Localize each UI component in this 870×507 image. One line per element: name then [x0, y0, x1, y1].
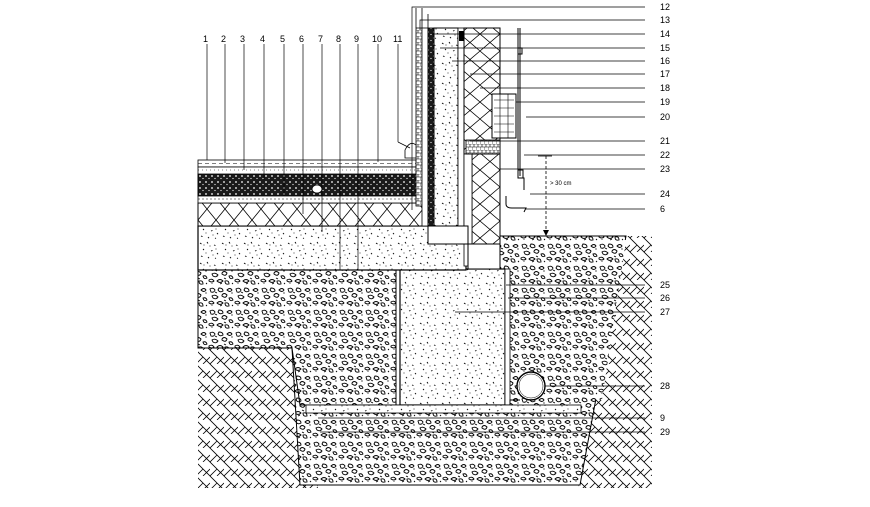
foundation-membrane [504, 268, 511, 406]
wall-membrane [457, 27, 465, 229]
top-callout-labels: 1 2 3 4 5 6 7 8 9 10 11 [203, 34, 402, 44]
wall-insulation-inner [427, 27, 435, 227]
callout-2: 2 [221, 34, 226, 44]
wall-cap [459, 31, 464, 41]
floor-slab [197, 225, 467, 271]
dimension-label: > 30 cm [550, 181, 572, 187]
floor-sub-layer [197, 166, 417, 175]
callout-22: 22 [660, 150, 670, 160]
callout-3: 3 [240, 34, 245, 44]
callout-16: 16 [660, 56, 670, 66]
skirting [404, 142, 417, 159]
wall-sill [465, 139, 501, 155]
callout-18: 18 [660, 83, 670, 93]
blinding-layer [305, 404, 582, 414]
wall-top-border [415, 8, 501, 30]
callout-12: 12 [660, 2, 670, 12]
callout-14: 14 [660, 29, 670, 39]
drainage-pipe [516, 371, 546, 401]
wall-base [427, 225, 469, 245]
callout-1: 1 [203, 34, 208, 44]
callout-19: 19 [660, 97, 670, 107]
wall-plaster [415, 27, 423, 207]
soil-left-hatch [198, 348, 318, 488]
callout-21: 21 [660, 136, 670, 146]
callout-13: 13 [660, 15, 670, 25]
callout-20: 20 [660, 112, 670, 122]
callout-28: 28 [660, 381, 670, 391]
floor-finish-1 [197, 195, 417, 204]
callout-6: 6 [299, 34, 304, 44]
right-callout-labels-lower: 25 26 27 28 9 29 [660, 280, 670, 437]
gravel-backfill-right [500, 240, 626, 400]
wall-core [433, 27, 459, 229]
plinth-flashing [505, 196, 527, 213]
floor-screed [197, 173, 417, 197]
callout-26: 26 [660, 293, 670, 303]
callout-15: 15 [660, 43, 670, 53]
wall-base-detail [467, 243, 501, 270]
callout-5: 5 [280, 34, 285, 44]
floor-insulation [197, 202, 435, 227]
right-callout-labels-upper: 12 13 14 15 16 17 18 19 20 21 22 23 24 6 [660, 2, 670, 214]
callout-24: 24 [660, 189, 670, 199]
callout-17: 17 [660, 69, 670, 79]
right-leaders-upper [411, 6, 645, 210]
callout-9: 9 [354, 34, 359, 44]
floor-pipe [311, 184, 323, 194]
callout-11: 11 [393, 34, 402, 44]
callout-27: 27 [660, 307, 670, 317]
callout-6b: 6 [660, 204, 665, 214]
callout-4: 4 [260, 34, 265, 44]
callout-8: 8 [336, 34, 341, 44]
cladding-battens-lines [494, 94, 514, 138]
top-leaders [206, 44, 411, 270]
concrete-footing [399, 268, 506, 406]
dimension-arrow [543, 230, 549, 236]
cladding-profile [517, 28, 525, 190]
callout-7: 7 [318, 34, 323, 44]
callout-23: 23 [660, 164, 670, 174]
wall-board [421, 27, 429, 227]
soil-right-hatch [578, 236, 652, 488]
callout-29: 29 [660, 427, 670, 437]
right-leaders-lower [318, 284, 645, 433]
callout-9b: 9 [660, 413, 665, 423]
callout-25: 25 [660, 280, 670, 290]
callout-10: 10 [372, 34, 382, 44]
drainage-pipe-inner [518, 373, 544, 399]
